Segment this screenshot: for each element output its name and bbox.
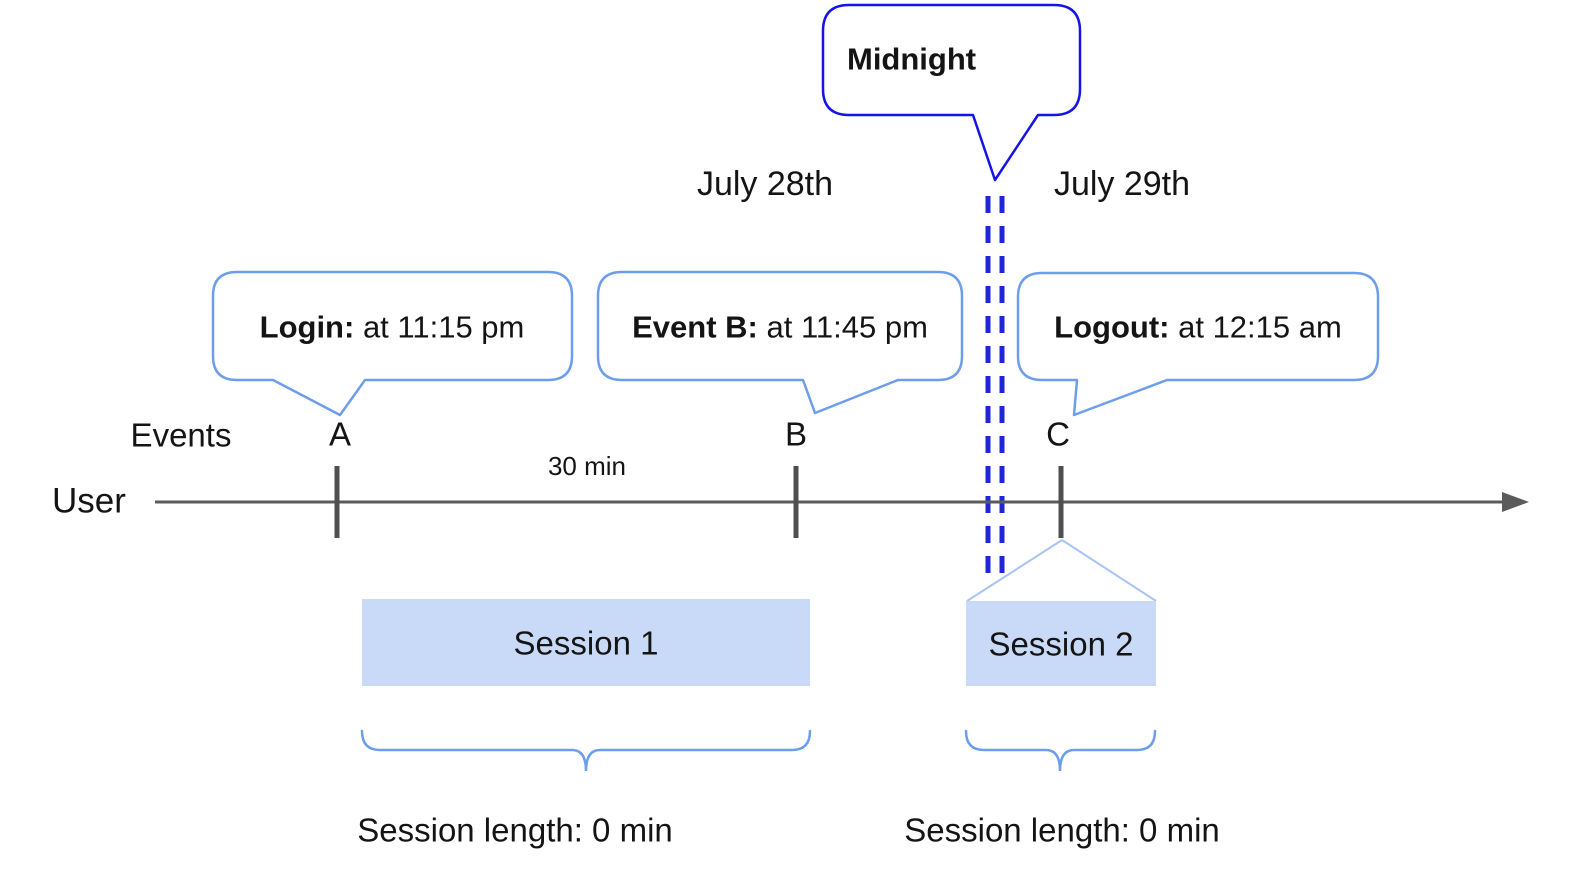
logout-bubble-label-prefix: Logout: (1054, 309, 1170, 345)
event-b-bubble-label: Event B: at 11:45 pm (632, 312, 928, 343)
logout-bubble (1016, 271, 1380, 417)
session-2-length-label: Session length: 0 min (904, 811, 1220, 849)
login-bubble-label: Login: at 11:15 pm (260, 312, 525, 343)
interval-label: 30 min (547, 451, 627, 481)
event-b-bubble (596, 270, 964, 415)
date-left-label: July 28th (696, 165, 834, 203)
session-2-box (966, 601, 1156, 686)
timeline-arrow-icon (1502, 492, 1529, 512)
user-axis-label: User (52, 481, 126, 521)
events-axis-label: Events (130, 416, 232, 454)
funnel-line-left (966, 539, 1063, 602)
session-1-label: Session 1 (513, 624, 659, 662)
marker-b: B (784, 415, 808, 453)
login-bubble-label-time: at 11:15 pm (354, 309, 525, 345)
session-2-label: Session 2 (988, 625, 1134, 663)
date-right-label: July 29th (1053, 165, 1191, 203)
login-bubble (211, 270, 574, 417)
logout-bubble-label-time: at 12:15 am (1169, 309, 1342, 345)
event-b-bubble-label-time: at 11:45 pm (757, 309, 928, 345)
midnight-bubble-label: Midnight (847, 41, 977, 77)
event-b-bubble-label-prefix: Event B: (632, 309, 758, 345)
login-bubble-label-prefix: Login: (259, 309, 355, 345)
logout-bubble-label: Logout: at 12:15 am (1054, 312, 1342, 343)
funnel-line-right (1061, 539, 1157, 602)
session-1-box (362, 599, 810, 686)
session-1-brace (360, 729, 812, 772)
marker-c: C (1046, 415, 1070, 453)
session-2-brace (964, 729, 1157, 772)
marker-a: A (328, 415, 352, 453)
session-1-length-label: Session length: 0 min (357, 811, 673, 849)
midnight-bubble (821, 3, 1082, 182)
